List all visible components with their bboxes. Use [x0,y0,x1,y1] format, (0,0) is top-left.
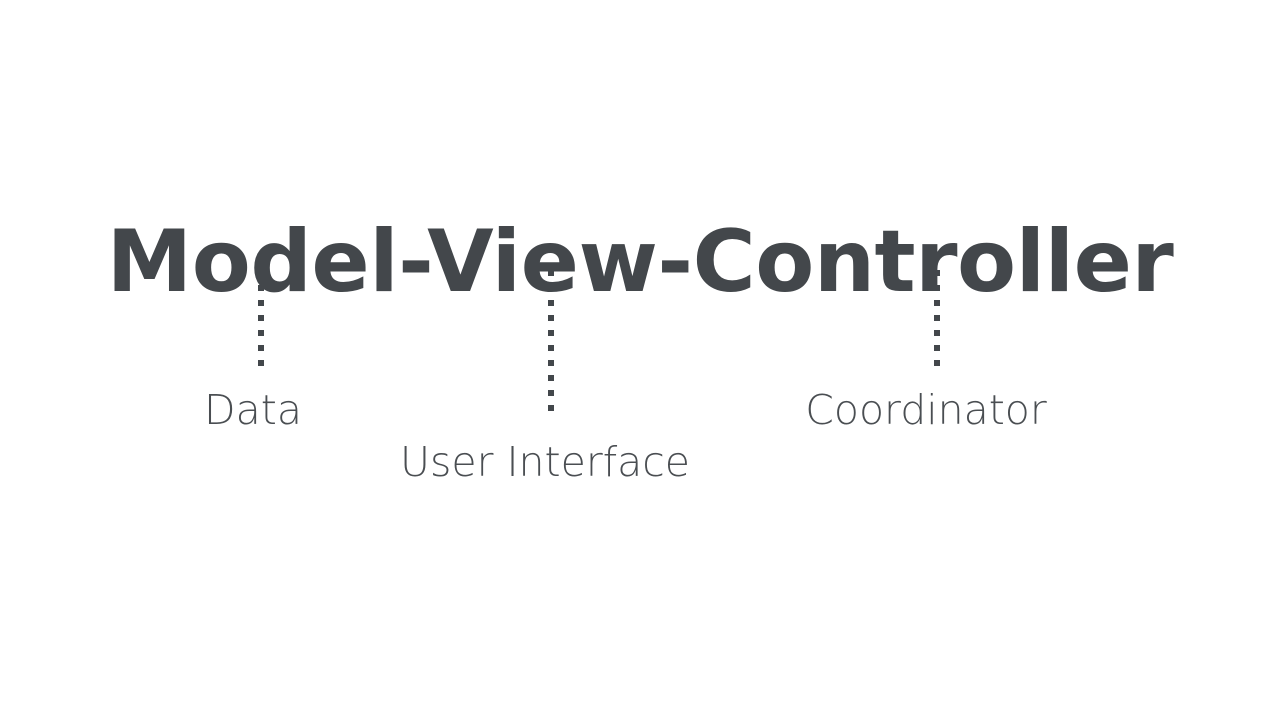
dotted-connector-controller [934,270,940,366]
dotted-connector-view [548,270,554,420]
annotation-label-model: Data [204,386,302,434]
dotted-connector-model [258,270,264,366]
page-title: Model-View-Controller [106,211,1174,312]
annotation-label-view: User Interface [399,438,691,486]
annotation-label-controller: Coordinator [805,386,1047,434]
